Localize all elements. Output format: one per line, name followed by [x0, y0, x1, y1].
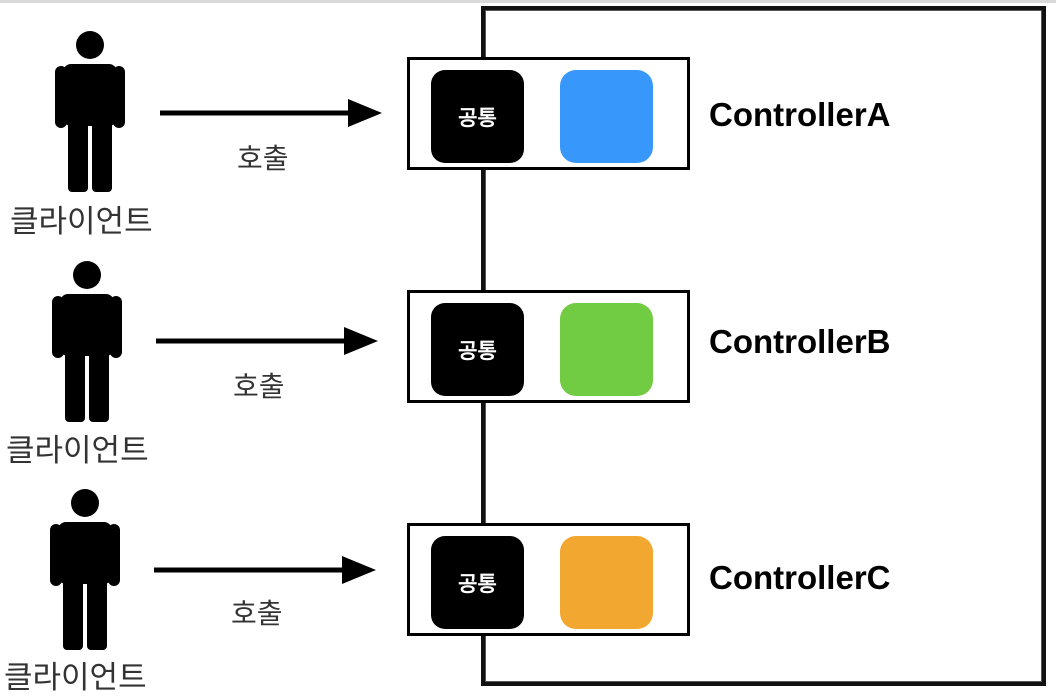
common-block: 공통	[431, 303, 524, 396]
controller-label: ControllerC	[709, 559, 891, 596]
client-label: 클라이언트	[4, 660, 147, 696]
controller-box: 공통	[407, 290, 690, 403]
client-label: 클라이언트	[10, 204, 153, 240]
controller-label: ControllerA	[709, 96, 891, 133]
common-block: 공통	[431, 70, 524, 163]
call-label: 호출	[231, 597, 283, 630]
controller-box: 공통	[407, 523, 690, 636]
call-label: 호출	[237, 142, 289, 175]
call-arrow	[154, 556, 376, 584]
call-label: 호출	[233, 370, 285, 403]
top-border	[0, 0, 1056, 3]
controller-label: ControllerB	[709, 323, 891, 360]
controller-logic-block	[560, 536, 653, 629]
client-label: 클라이언트	[6, 433, 149, 469]
person-icon	[55, 31, 125, 192]
call-arrow	[156, 327, 378, 355]
person-icon	[50, 489, 120, 650]
call-arrow	[160, 99, 382, 127]
common-block: 공통	[431, 536, 524, 629]
person-icon	[52, 261, 122, 422]
controller-logic-block	[560, 303, 653, 396]
controller-logic-block	[560, 70, 653, 163]
controller-box: 공통	[407, 57, 690, 170]
